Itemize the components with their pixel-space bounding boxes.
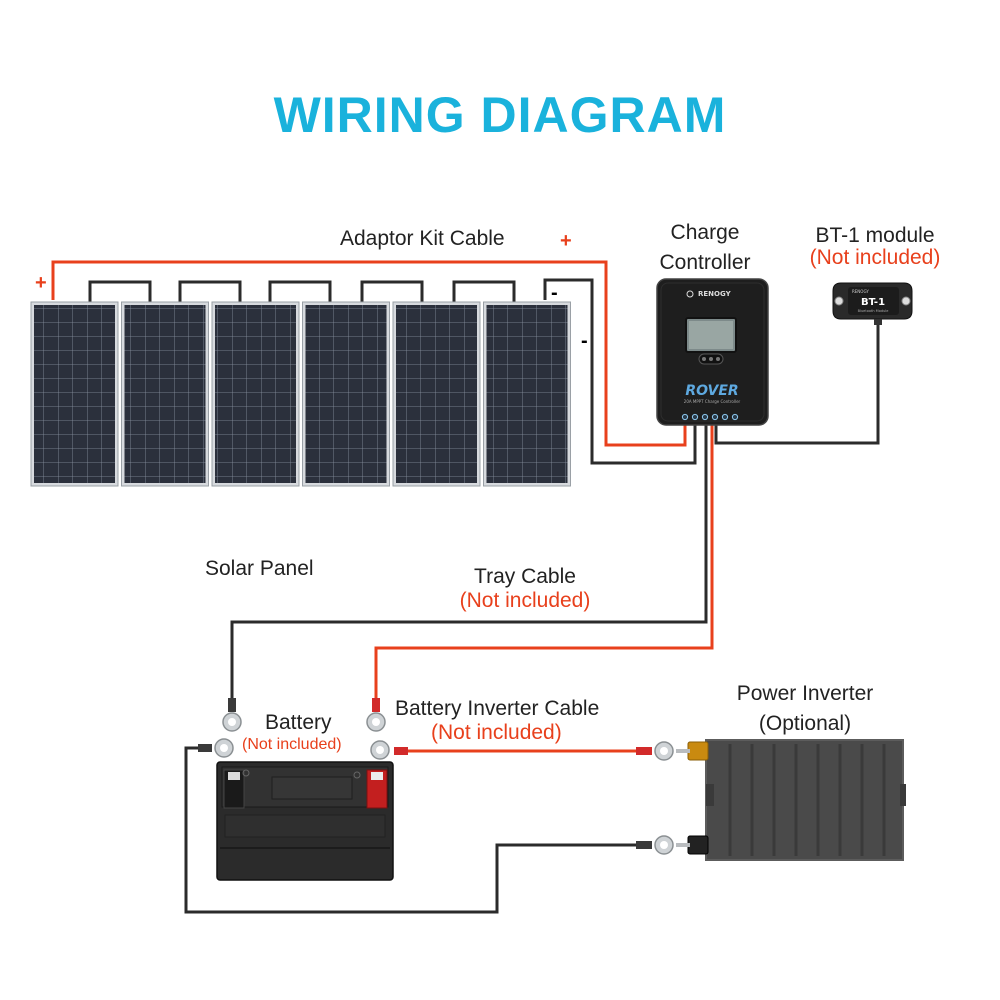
controller-brand: RENOGY	[698, 290, 732, 298]
bt1-module-label: BT-1 module	[815, 224, 935, 247]
bt1-device-label: BT-1	[861, 297, 885, 308]
inverter-ring-terminals	[636, 741, 690, 855]
solar-panel-cells	[124, 305, 206, 483]
tray-cable-not-included-note: (Not included)	[459, 589, 591, 612]
solar-panel-cells	[305, 305, 387, 483]
solar-panel-cells	[34, 305, 115, 483]
tray-positive-wire	[374, 424, 714, 700]
power-inverter	[687, 739, 906, 861]
bt1-subtitle: Bluetooth Module	[858, 309, 889, 313]
solar-panel-cells	[396, 305, 477, 483]
positive-sign-left: +	[35, 272, 47, 294]
charge-controller: RENOGY ROVER 20A MPPT Charge Controller	[656, 278, 769, 426]
battery-label: Battery	[265, 711, 332, 734]
adaptor-negative-wire	[543, 278, 697, 465]
positive-sign-top: +	[560, 230, 572, 252]
battery-ring-terminals	[198, 698, 408, 760]
adaptor-kit-cable-label: Adaptor Kit Cable	[340, 227, 505, 250]
power-inverter-optional-note: (Optional)	[758, 712, 852, 735]
bt1-brand: RENOGY	[852, 289, 869, 294]
solar-panel-cells	[215, 305, 296, 483]
inverter-negative-wire	[184, 746, 640, 914]
solar-panel-label: Solar Panel	[205, 557, 314, 580]
negative-sign-top: -	[551, 282, 558, 304]
battery-inverter-cable-label: Battery Inverter Cable	[395, 697, 600, 720]
tray-cable-label: Tray Cable	[474, 565, 576, 588]
battery-unit	[216, 761, 394, 881]
bt1-cable	[714, 318, 880, 445]
power-inverter-label: Power Inverter	[736, 682, 874, 705]
tray-negative-wire	[230, 424, 708, 700]
battery-inverter-cable-not-included-note: (Not included)	[431, 721, 562, 744]
controller-subtitle: 20A MPPT Charge Controller	[684, 399, 741, 404]
panel-jumpers	[88, 280, 516, 302]
solar-panel-array	[30, 301, 571, 487]
charge-controller-label-line2: Controller	[659, 251, 751, 274]
bt1-module: RENOGY BT-1 Bluetooth Module	[832, 282, 913, 325]
controller-model: ROVER	[685, 383, 738, 399]
adaptor-positive-wire	[51, 260, 687, 447]
negative-sign-side: -	[581, 330, 588, 352]
solar-panel-cells	[486, 305, 568, 483]
diagram-title: WIRING DIAGRAM	[273, 87, 727, 143]
bt1-not-included-note: (Not included)	[809, 246, 941, 269]
battery-not-included-note: (Not included)	[242, 736, 342, 753]
charge-controller-label-line1: Charge	[670, 221, 740, 244]
